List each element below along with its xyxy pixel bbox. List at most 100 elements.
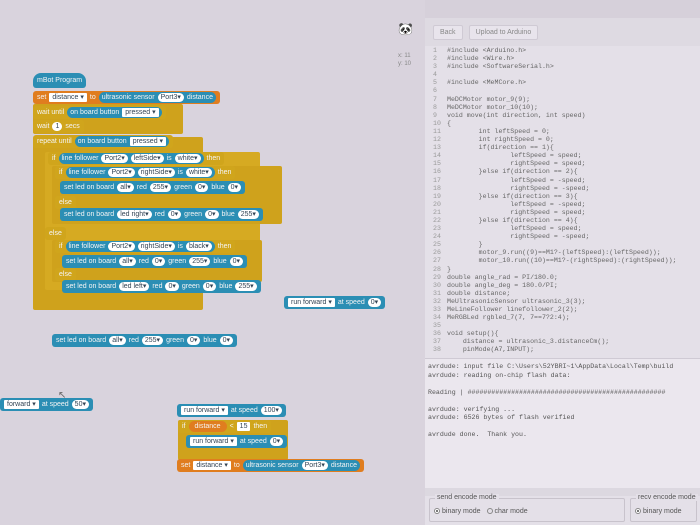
- line-number: 16: [433, 168, 441, 176]
- block-input[interactable]: leftSide▾: [130, 154, 164, 163]
- code-text: if(direction == 1){: [447, 144, 554, 152]
- block-label: at speed: [230, 407, 258, 414]
- block-input[interactable]: all▾: [117, 183, 134, 192]
- block-dropdown[interactable]: run forward ▾: [288, 298, 335, 307]
- block-input[interactable]: 0▾: [205, 210, 219, 219]
- block-dropdown[interactable]: forward ▾: [4, 400, 39, 409]
- block-dropdown[interactable]: run forward ▾: [190, 437, 237, 446]
- block-input[interactable]: rightSide▾: [137, 168, 175, 177]
- block-input[interactable]: Port2▾: [101, 154, 128, 163]
- block-input[interactable]: 1: [52, 122, 63, 131]
- block-label: is: [166, 155, 172, 162]
- block-input[interactable]: 0▾: [186, 336, 201, 345]
- horizontal-scrollbar[interactable]: [425, 488, 700, 496]
- hat-block[interactable]: mBot Program: [33, 73, 87, 88]
- recv-binary-mode-radio[interactable]: binary mode: [635, 508, 682, 515]
- block-input[interactable]: Port3▾: [157, 93, 184, 102]
- block-input[interactable]: Port2▾: [108, 242, 135, 251]
- code-text: void setup(){: [447, 330, 499, 338]
- send-binary-mode-radio[interactable]: binary mode: [434, 508, 481, 515]
- block-input[interactable]: led right▾: [117, 210, 152, 219]
- block-label: then: [253, 423, 268, 430]
- block-input[interactable]: 0▾: [151, 257, 166, 266]
- block-input[interactable]: 255▾: [237, 210, 259, 219]
- line-number: 22: [433, 216, 441, 224]
- block-dropdown[interactable]: 15: [236, 422, 251, 431]
- block-input[interactable]: rightSide▾: [137, 242, 175, 251]
- upload-to-arduino-button[interactable]: Upload to Arduino: [468, 24, 539, 40]
- block-input[interactable]: 255▾: [141, 336, 164, 345]
- block-input[interactable]: 0▾: [227, 183, 242, 192]
- block-input[interactable]: white▾: [185, 168, 212, 177]
- block-input[interactable]: all▾: [109, 336, 126, 345]
- send-char-mode-radio[interactable]: char mode: [486, 508, 528, 515]
- code-line: 15 rightSpeed = speed;: [433, 160, 700, 168]
- code-editor[interactable]: 1#include <Arduino.h>2#include <Wire.h>3…: [425, 46, 700, 356]
- block-label: green: [168, 258, 187, 265]
- serial-console[interactable]: avrdude: input file C:\Users\52YBRI~1\Ap…: [425, 358, 700, 488]
- block-input[interactable]: led left▾: [119, 282, 150, 291]
- block-input[interactable]: white▾: [174, 154, 201, 163]
- block-input[interactable]: 100▾: [260, 406, 282, 415]
- block-input[interactable]: Port3▾: [301, 461, 328, 470]
- code-line: 20 leftSpeed = -speed;: [433, 201, 700, 209]
- block-input[interactable]: 0▾: [167, 210, 182, 219]
- block-input[interactable]: 255▾: [189, 257, 211, 266]
- block-dropdown[interactable]: run forward ▾: [181, 406, 228, 415]
- line-number: 8: [433, 103, 437, 111]
- variable-reporter: distance: [188, 421, 227, 432]
- block-dropdown[interactable]: distance ▾: [49, 93, 87, 102]
- code-text: double distance;: [447, 289, 511, 297]
- script-block[interactable]: else: [55, 268, 76, 281]
- block-input[interactable]: 0▾: [269, 437, 284, 446]
- block-input[interactable]: 255▾: [149, 183, 172, 192]
- sprite-coords: x: 11 y: 10: [398, 52, 411, 68]
- console-line: [428, 380, 697, 389]
- back-button[interactable]: Back: [433, 24, 463, 40]
- block-input[interactable]: 0▾: [165, 282, 179, 291]
- block-dropdown[interactable]: distance ▾: [193, 461, 231, 470]
- block-label: blue: [203, 337, 217, 344]
- block-input[interactable]: 255▾: [235, 282, 257, 291]
- block-label: wait: [37, 123, 50, 130]
- block-dropdown[interactable]: pressed ▾: [129, 137, 167, 146]
- block-input[interactable]: 0▾: [367, 298, 382, 307]
- block-input[interactable]: 0▾: [229, 257, 244, 266]
- recv-binary-mode-label: binary mode: [643, 508, 682, 515]
- script-block[interactable]: else: [55, 196, 76, 209]
- block-input[interactable]: all▾: [119, 257, 136, 266]
- block-input[interactable]: 0▾: [219, 336, 234, 345]
- block-input[interactable]: 50▾: [71, 400, 89, 409]
- block-input[interactable]: black▾: [185, 242, 212, 251]
- block-label: blue: [213, 258, 227, 265]
- block-input[interactable]: 0▾: [202, 282, 217, 291]
- block-input[interactable]: Port2▾: [108, 168, 135, 177]
- block-dropdown[interactable]: pressed ▾: [122, 108, 159, 117]
- script-block[interactable]: else: [45, 227, 66, 240]
- block-label: wait until: [37, 109, 65, 116]
- block-label: red: [154, 211, 165, 218]
- code-line: 14 leftSpeed = speed;: [433, 152, 700, 160]
- block-input[interactable]: 0▾: [194, 183, 209, 192]
